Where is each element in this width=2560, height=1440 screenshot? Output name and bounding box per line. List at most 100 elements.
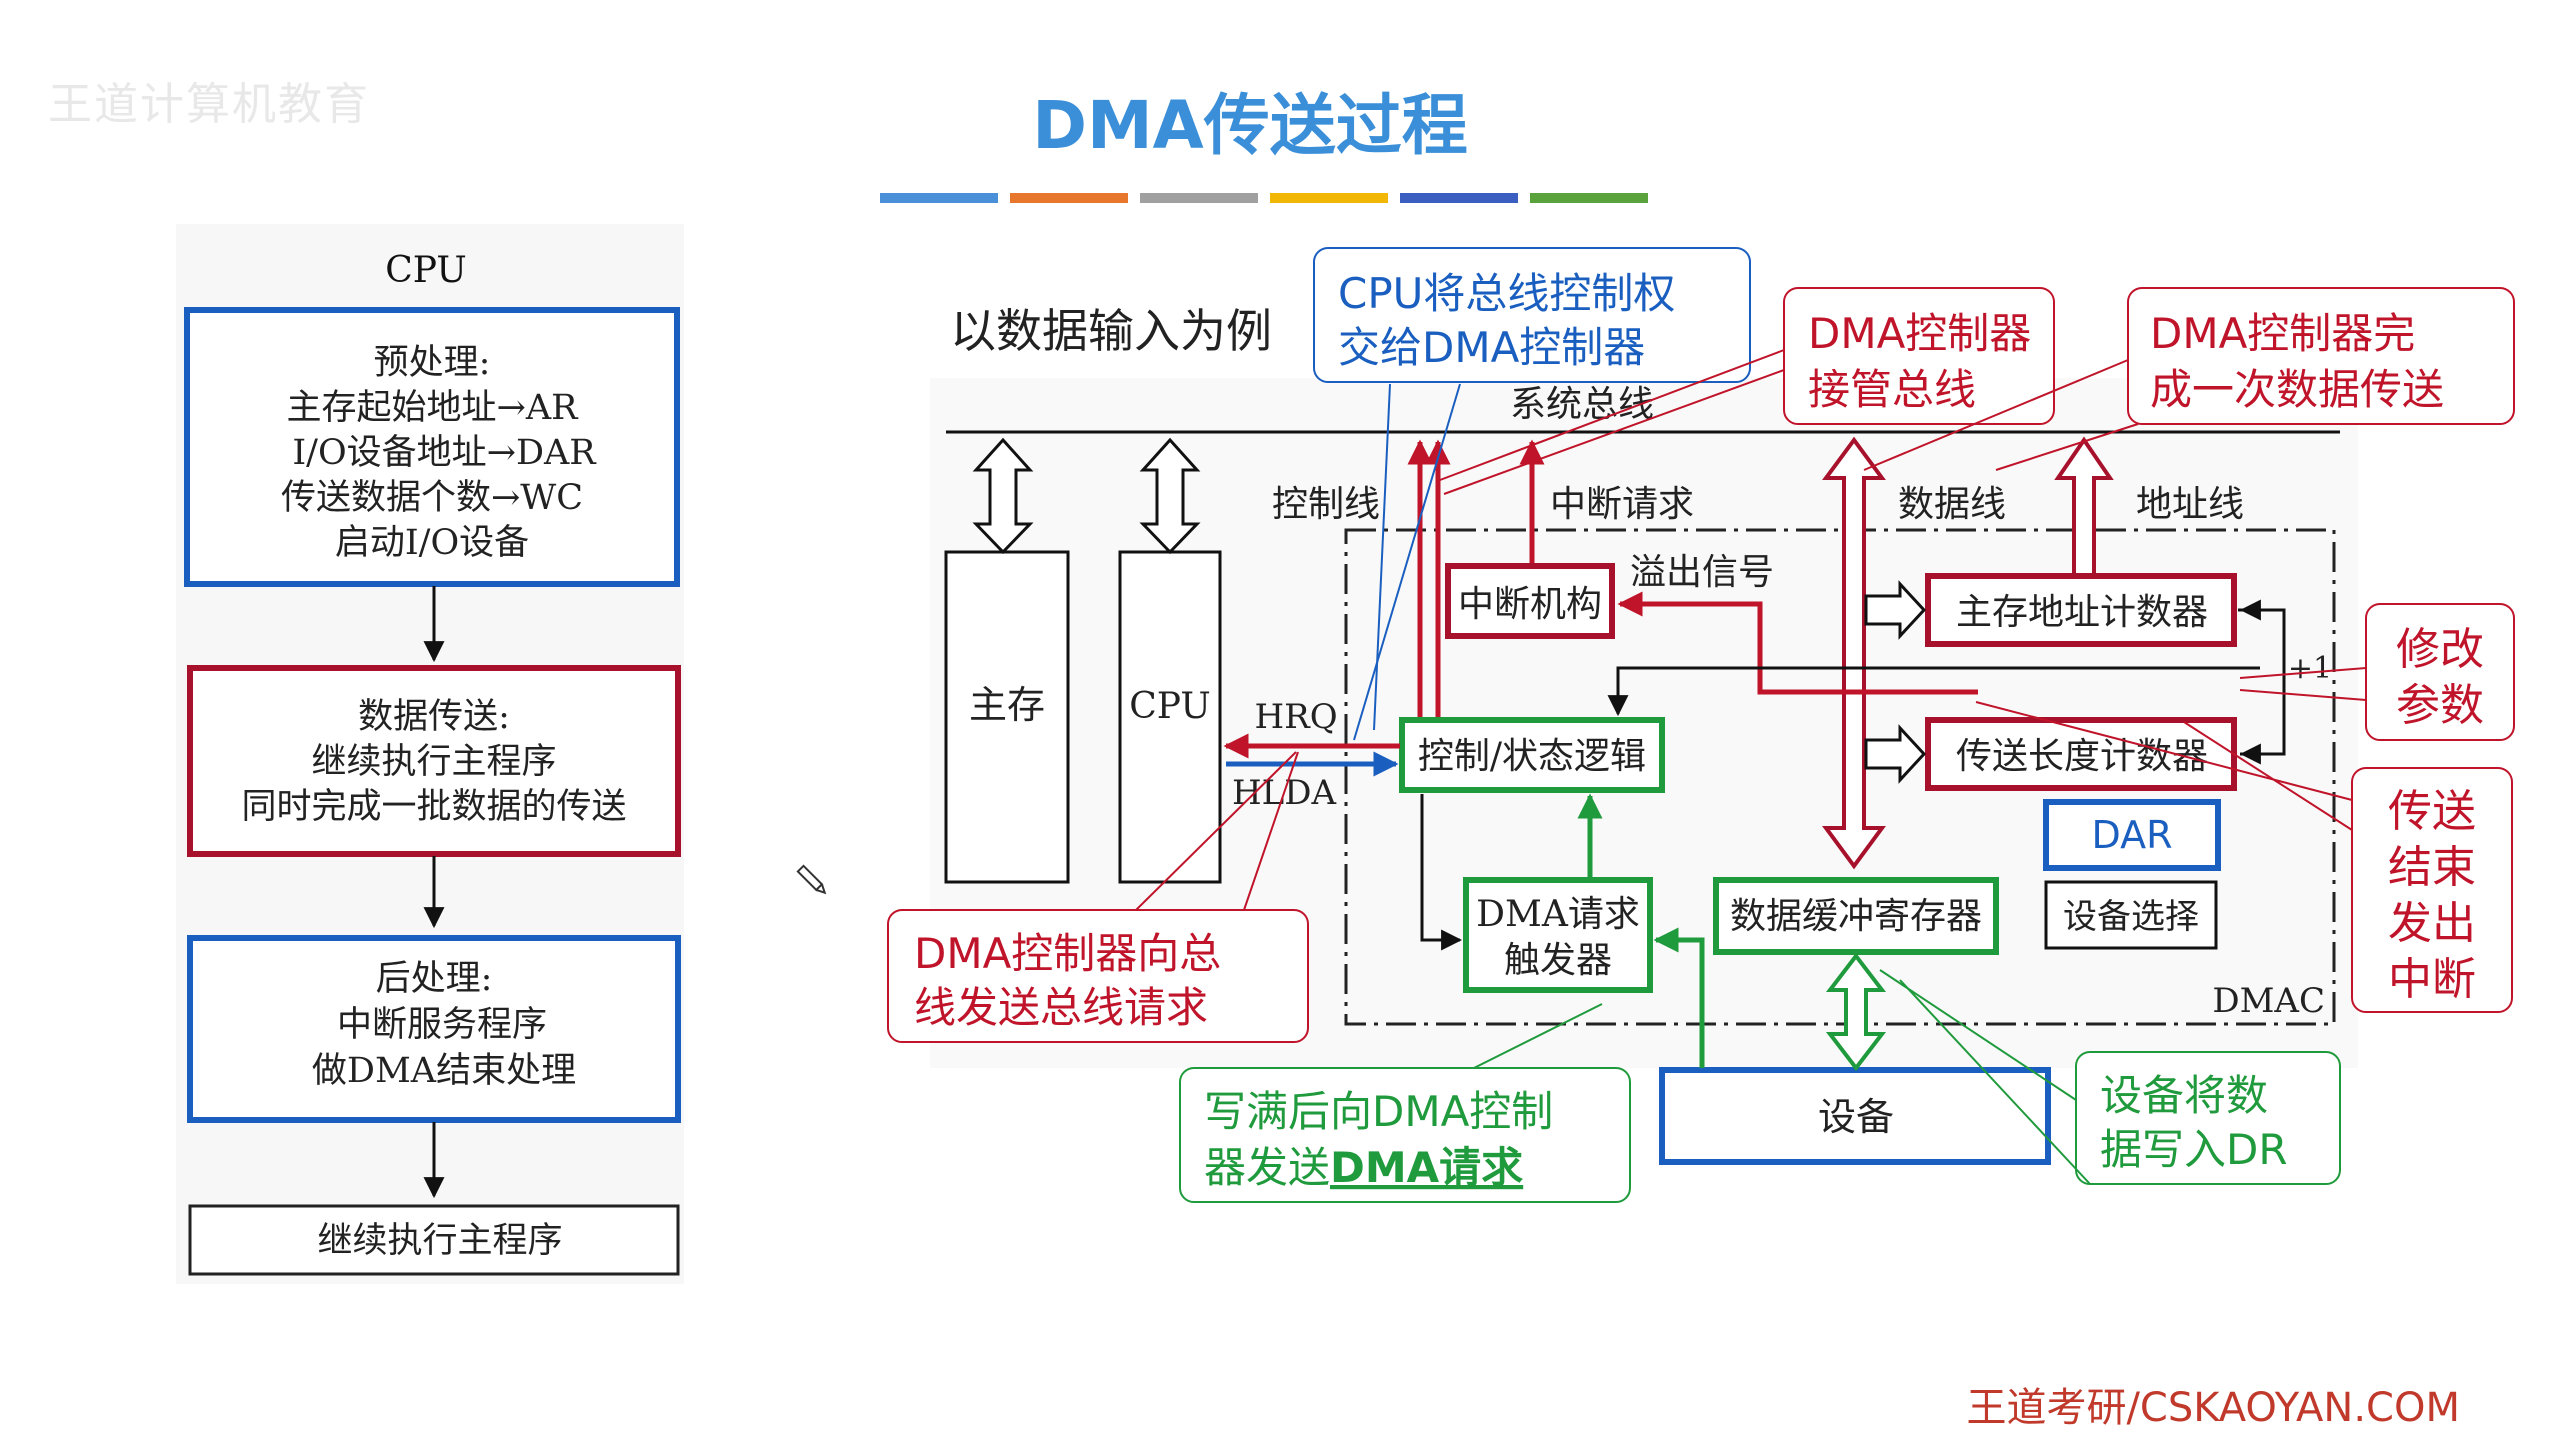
flow-step2-line3: 同时完成一批数据的传送 [241,787,626,827]
flow-step1-line3: I/O设备地址→DAR [292,433,597,473]
callout-dma-complete [2127,287,2515,425]
data-line-arrow [1822,436,1886,870]
flow-step3-line3: 做DMA结束处理 [312,1051,576,1091]
interrupt-unit-box [1445,563,1615,639]
cpu-bus-arrow [1139,437,1201,555]
diagram-subtitle: 以数据输入为例 [950,304,1272,358]
dma-request-box [1463,877,1653,993]
flow-step-continue [188,1204,680,1276]
callout-device-write-dr-2: 据写入DR [2100,1125,2288,1174]
flow-step2-line2: 继续执行主程序 [311,742,556,782]
leader-transfer-end-a [1975,701,2353,801]
title-color-bar [1140,193,1258,203]
dar-box [2043,799,2221,871]
leader-transfer-end-b [2183,721,2353,831]
callout-dma-send-request-2: 线发送总线请求 [914,983,1208,1032]
callout-full-then-request-2a: 器发送 [1204,1143,1330,1192]
flow-step1-line2: 主存起始地址→AR [287,388,580,428]
logic-to-request-line [1420,794,1463,951]
label-overflow-signal: 溢出信号 [1630,552,1774,593]
title-color-bar [880,193,998,203]
device-box [1659,1067,2051,1165]
callouts: CPU将总线控制权 交给DMA控制器 DMA控制器 接管总线 DMA控制器完 成… [887,247,2515,1203]
flow-step-postprocess [187,935,681,1123]
callout-full-then-request [1179,1067,1631,1203]
flow-cpu-label: CPU [385,250,466,291]
counter-to-logic-line [1607,666,2260,717]
data-buffer-box [1713,877,1999,955]
leader-dma-send-request-a [1135,751,1297,911]
leader-device-write-dr-a [1879,969,2077,1101]
callout-transfer-end-2: 结束 [2388,842,2476,893]
flow-step2-line1: 数据传送: [358,697,510,737]
flow-step1-line5: 启动I/O设备 [335,523,529,563]
leader-modify-params-b [2239,689,2367,701]
callout-full-then-request-1: 写满后向DMA控制 [1204,1087,1553,1136]
callout-modify-params [2365,603,2515,741]
device-to-request-line [1653,927,1705,1068]
dma-structure: 系统总线 DMAC 主存 CPU 控制线 中断请求 数据线 地址线 [930,378,2358,1165]
device-select-box [2044,880,2218,950]
label-control-logic: 控制/状态逻辑 [1418,736,1646,777]
leader-modify-params-a [2239,667,2367,679]
callout-cpu-hand-over [1313,247,1751,383]
callout-full-then-request-2b: DMA请求 [1330,1143,1523,1192]
pencil-icon [796,864,827,895]
callout-cpu-hand-over-2: 交给DMA控制器 [1338,323,1645,372]
callout-transfer-end [2351,767,2513,1013]
label-dma-request-2: 触发器 [1504,940,1612,981]
label-device: 设备 [1818,1095,1894,1139]
brand-watermark: 王道计算机教育 [48,79,370,130]
leader-dma-send-request-b [1243,751,1299,911]
label-cpu: CPU [1129,686,1210,727]
callout-full-then-request-2: 器发送DMA请求 [1204,1143,1523,1192]
label-plus-one: +1 [2288,651,2332,686]
label-data-buffer: 数据缓冲寄存器 [1730,896,1982,937]
data-to-address-arrow [1864,580,1927,640]
length-counter-box [1925,717,2237,791]
title-color-bar [1270,193,1388,203]
label-dma-request-1: DMA请求 [1476,894,1640,935]
callout-transfer-end-4: 中断 [2388,954,2476,1005]
leader-dma-complete-a [1863,359,2129,471]
leader-dma-take-bus-a [1439,349,1785,481]
main-memory-box [944,550,1070,884]
label-main-memory: 主存 [969,683,1045,727]
flow-step-preprocess [184,307,680,587]
data-to-length-arrow [1864,724,1927,784]
device-buffer-arrow [1825,952,1887,1072]
label-interrupt-unit: 中断机构 [1458,584,1602,625]
cpu-box [1118,550,1222,884]
label-system-bus: 系统总线 [1510,384,1654,425]
address-counter-box [1925,573,2237,647]
callout-dma-send-request-1: DMA控制器向总 [914,929,1221,978]
label-interrupt-request: 中断请求 [1550,484,1694,525]
callout-transfer-end-1: 传送 [2388,786,2476,837]
callout-modify-params-2: 参数 [2396,680,2484,731]
leader-dma-complete-b [1995,423,2139,471]
footer-brand: 王道考研/CSKAOYAN.COM [1966,1385,2460,1431]
control-logic-box [1399,717,1665,793]
label-hrq: HRQ [1254,697,1337,737]
callout-device-write-dr-1: 设备将数 [2100,1071,2268,1120]
title-color-bar [1010,193,1128,203]
leader-cpu-hand-over-b [1353,383,1461,741]
title-color-bars [880,193,1648,203]
label-length-counter: 传送长度计数器 [1956,736,2208,777]
label-data-line: 数据线 [1898,484,2006,525]
label-address-counter: 主存地址计数器 [1956,592,2208,633]
callout-device-write-dr [2075,1051,2341,1185]
callout-dma-take-bus-1: DMA控制器 [1808,309,2031,358]
callout-dma-complete-2: 成一次数据传送 [2150,365,2444,414]
leader-device-write-dr-b [1899,979,2091,1185]
callout-modify-params-1: 修改 [2396,624,2484,675]
callout-dma-take-bus-2: 接管总线 [1808,365,1976,414]
page-title: DMA传送过程 [1032,87,1468,164]
callout-dma-complete-1: DMA控制器完 [2150,309,2415,358]
flow-step3-line1: 后处理: [376,959,493,999]
label-address-line: 地址线 [2136,484,2244,525]
title-color-bar [1530,193,1648,203]
flow-step4: 继续执行主程序 [317,1221,562,1261]
